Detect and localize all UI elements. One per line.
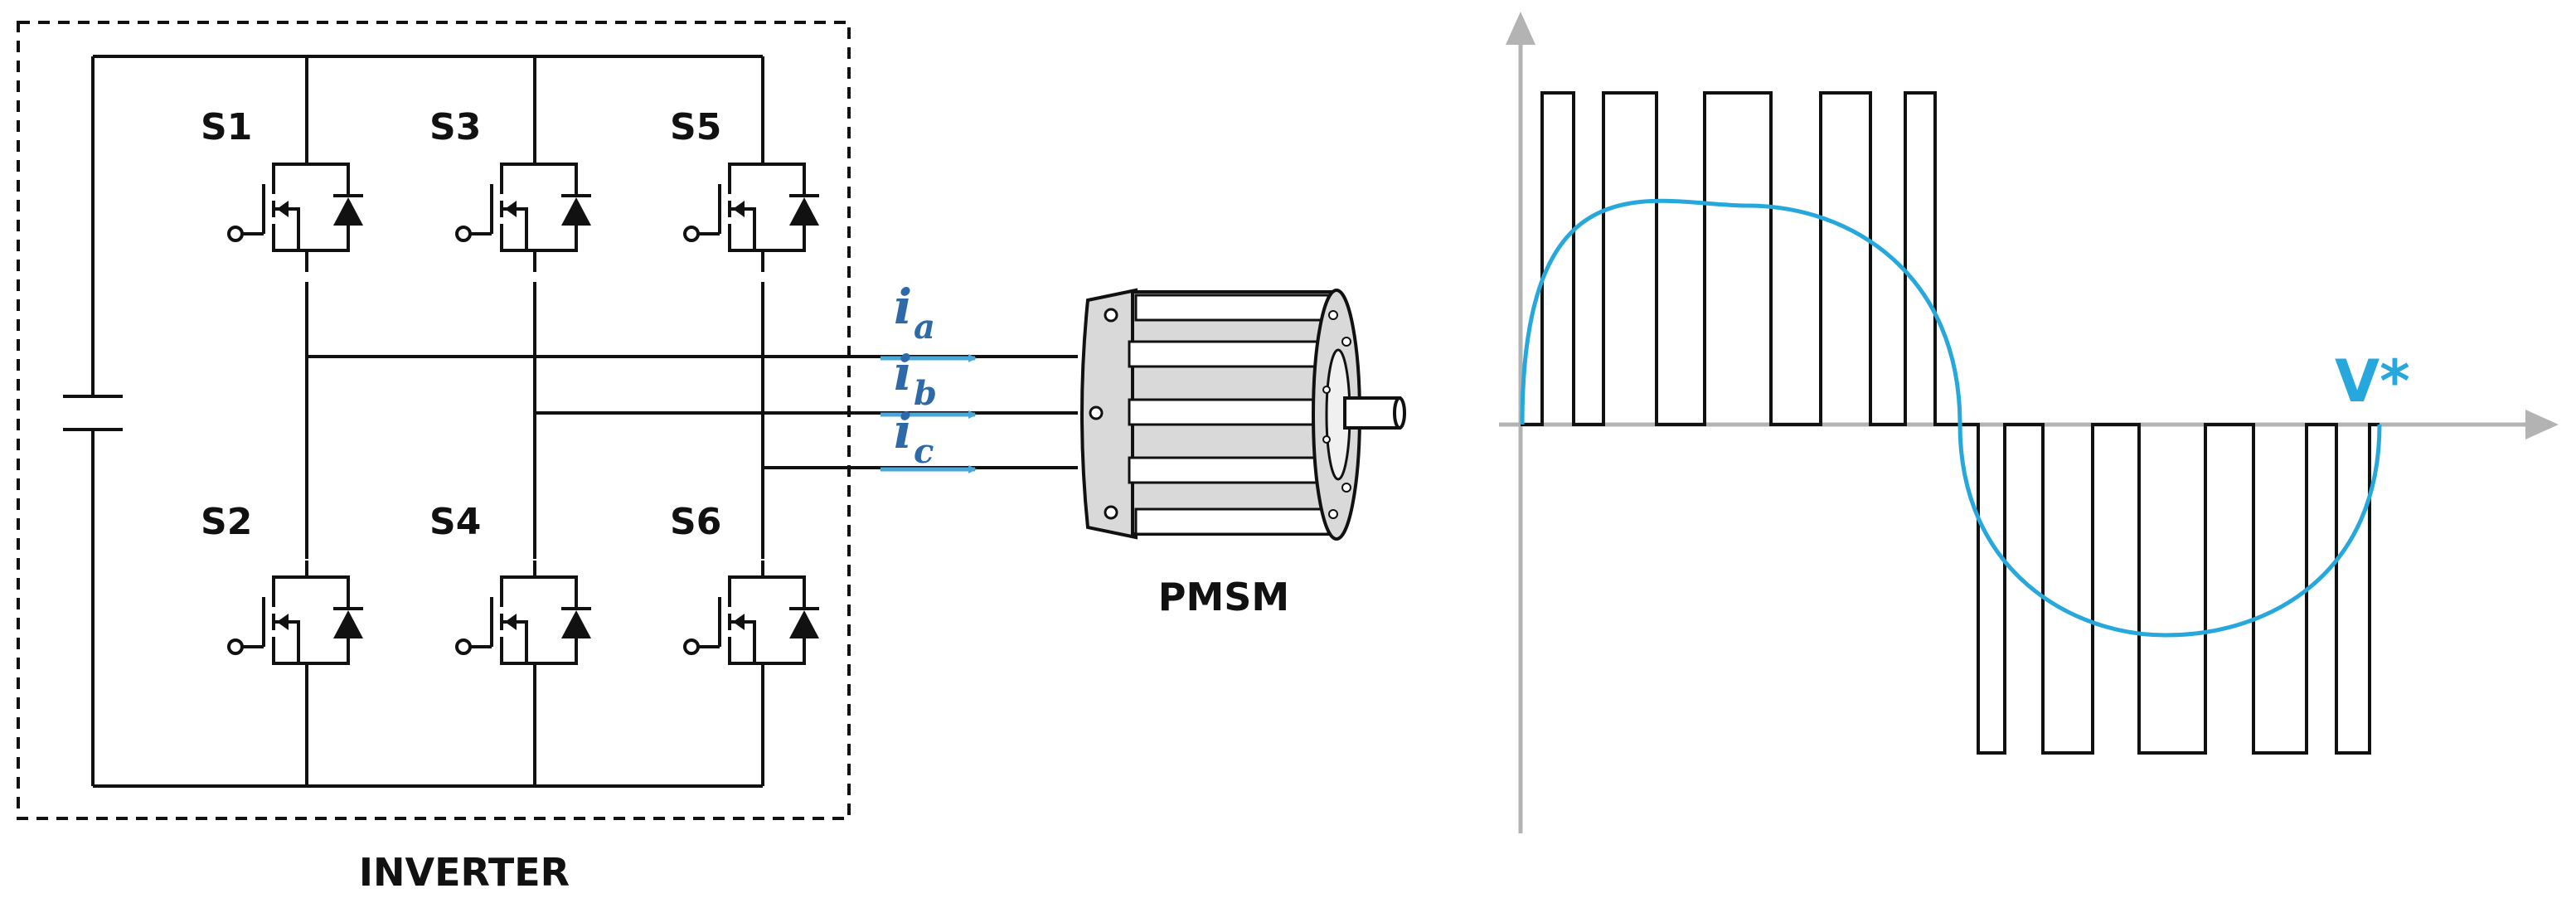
plot-y-axis-arrow — [1506, 12, 1535, 45]
switch-s1 — [227, 146, 365, 274]
current-a-main: i — [894, 279, 912, 335]
current-b-main: i — [894, 345, 912, 401]
motor-caption: PMSM — [1158, 575, 1289, 619]
current-label-c: i c — [894, 403, 934, 471]
current-a-sub: a — [914, 308, 935, 347]
inverter-caption: INVERTER — [359, 850, 570, 895]
switch-s6 — [683, 559, 821, 687]
switch-s2 — [227, 559, 365, 687]
switch-label-s6: S6 — [670, 501, 721, 543]
current-label-b: i b — [894, 345, 937, 413]
inverter-block: S1 S3 S5 S2 S4 S6 INVERTER — [17, 21, 851, 895]
switch-label-s5: S5 — [670, 106, 721, 148]
switch-s3 — [455, 146, 593, 274]
current-c-main: i — [894, 403, 912, 459]
switch-label-s1: S1 — [201, 106, 252, 148]
pmsm-motor-icon — [1080, 288, 1406, 541]
current-label-a: i a — [894, 279, 935, 347]
phase-lines — [307, 354, 1078, 473]
switch-label-s4: S4 — [429, 501, 481, 543]
switch-s5 — [683, 146, 821, 274]
current-c-sub: c — [914, 432, 934, 471]
switch-label-s3: S3 — [429, 106, 481, 148]
reference-voltage-label: V* — [2335, 347, 2410, 415]
inverter-dashed-frame — [17, 21, 851, 820]
current-b-sub: b — [914, 374, 937, 413]
plot-x-axis-arrow — [2525, 410, 2559, 439]
switch-label-s2: S2 — [201, 501, 252, 543]
pwm-waveform-plot: V* — [1499, 12, 2559, 833]
dc-link-capacitor — [63, 395, 123, 431]
reference-sine-wave — [1520, 198, 2382, 638]
switch-s4 — [455, 559, 593, 687]
